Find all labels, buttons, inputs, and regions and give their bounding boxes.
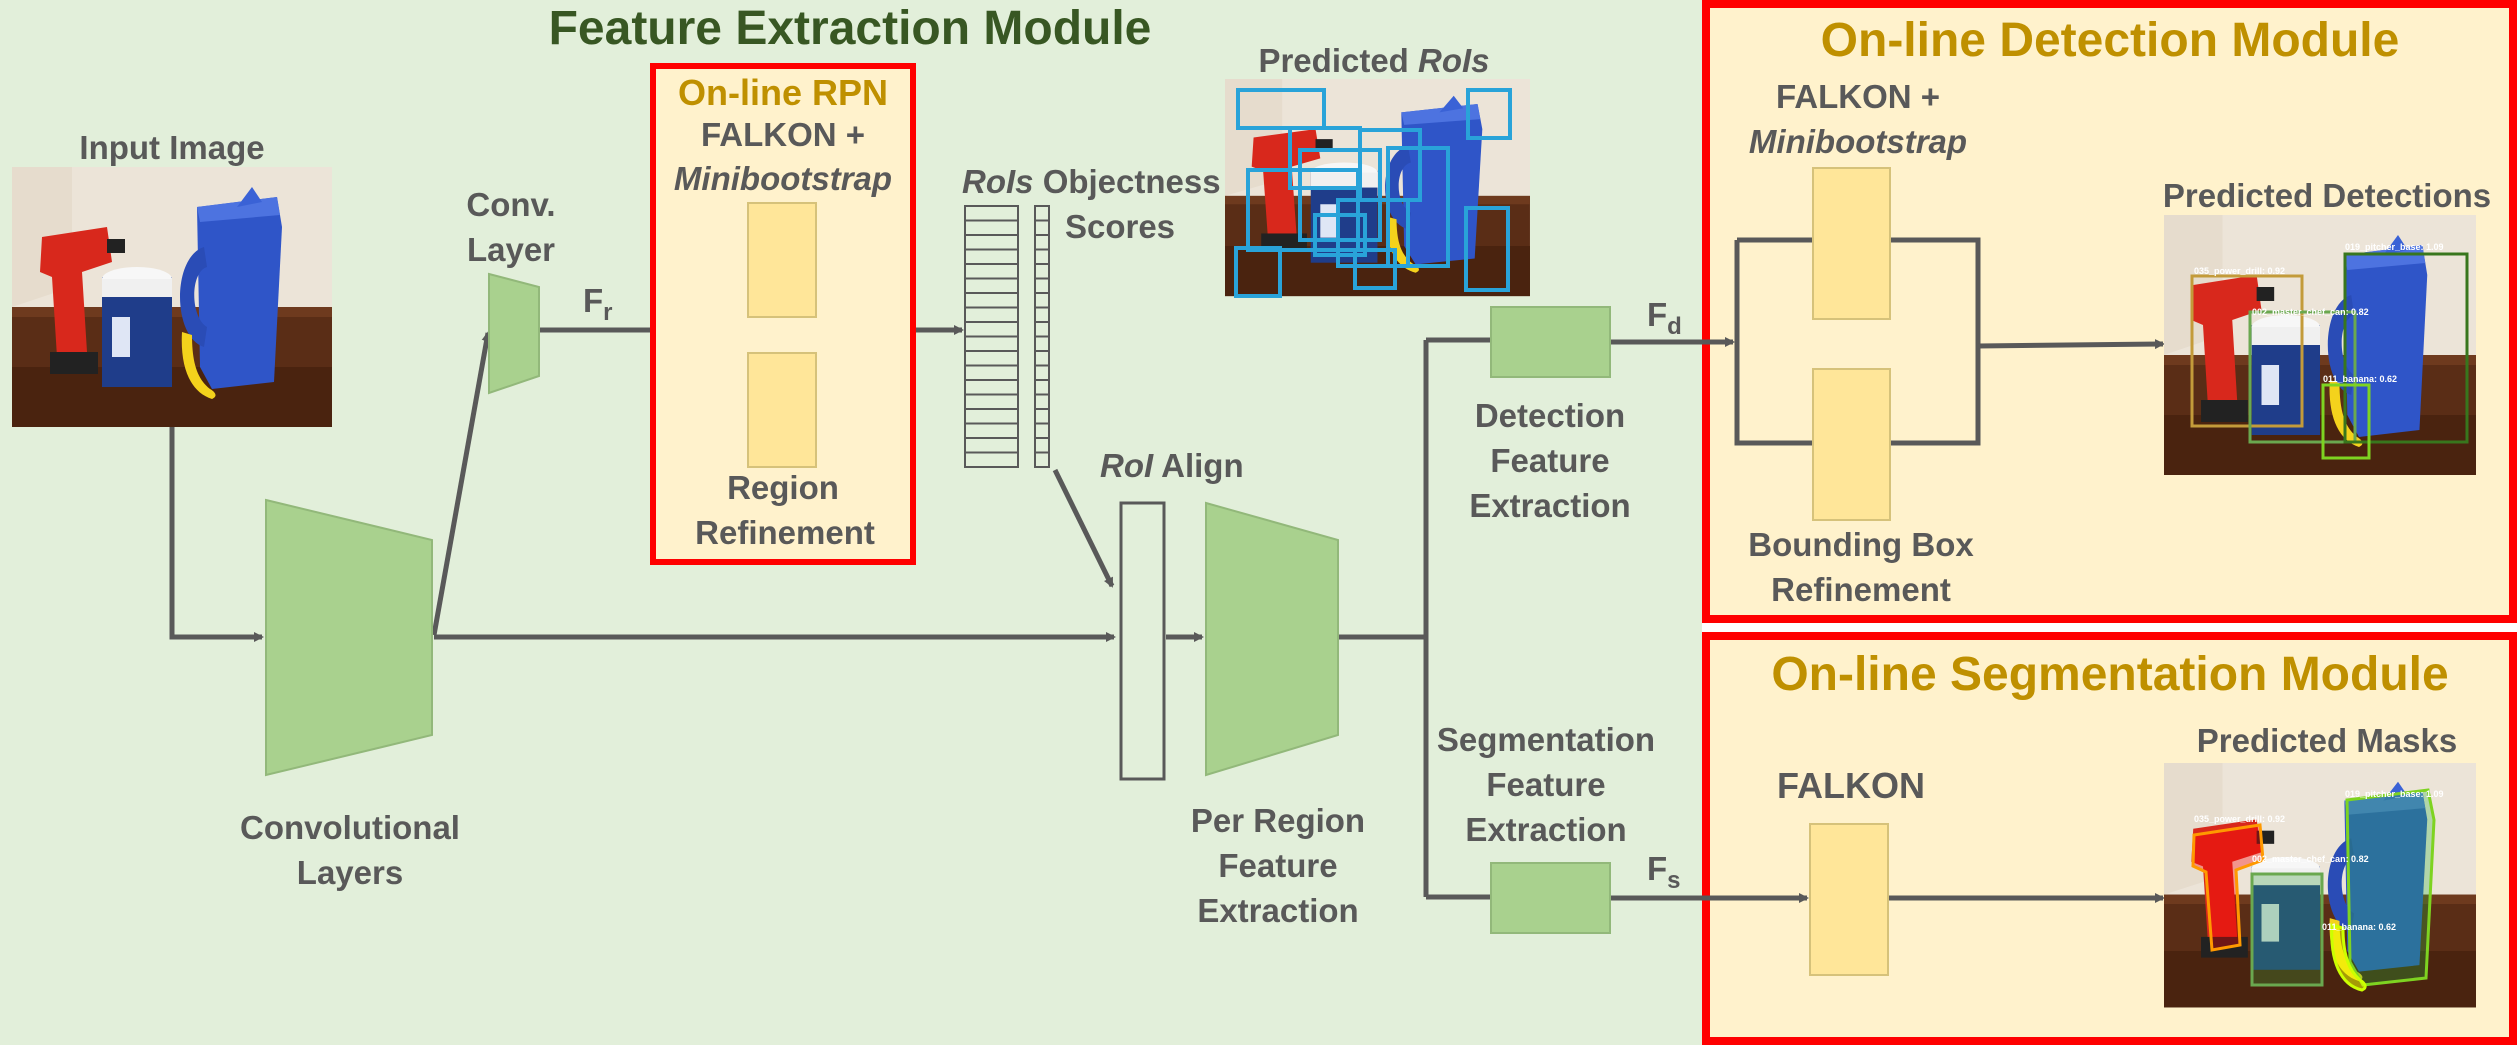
segmentation-falkon-label: FALKON bbox=[1777, 765, 1925, 806]
bbox-refinement-label-1: Bounding Box bbox=[1748, 526, 1974, 563]
roi-align-block bbox=[1119, 501, 1166, 781]
score-slot bbox=[1034, 292, 1050, 309]
region-refinement-label-1: Region bbox=[727, 469, 839, 506]
score-slot bbox=[1034, 263, 1050, 280]
mask-label-can: 002_master_chef_can: 0.82 bbox=[2252, 854, 2369, 864]
roi-slot bbox=[964, 437, 1019, 454]
roi-slot bbox=[964, 263, 1019, 280]
det-label-drill: 035_power_drill: 0.92 bbox=[2194, 266, 2285, 276]
online-rpn-falkon-label: FALKON + bbox=[701, 116, 865, 153]
predicted-masks-label: Predicted Masks bbox=[2197, 722, 2457, 759]
predicted-detections-label: Predicted Detections bbox=[2163, 177, 2491, 214]
score-slot bbox=[1034, 364, 1050, 381]
bbox-refinement-label-2: Refinement bbox=[1771, 571, 1951, 608]
segmentation-feature-label-3: Extraction bbox=[1465, 811, 1626, 848]
mask-label-banana: 011_banana: 0.62 bbox=[2322, 922, 2396, 932]
detection-falkon-label: FALKON + bbox=[1776, 78, 1940, 115]
det-label-pitcher: 019_pitcher_base: 1.09 bbox=[2345, 242, 2444, 252]
score-slot bbox=[1034, 248, 1050, 265]
det-label-can: 002_master_chef_can: 0.82 bbox=[2252, 307, 2369, 317]
segmentation-module-title: On-line Segmentation Module bbox=[1771, 648, 2448, 701]
detection-bbox-block bbox=[1812, 368, 1891, 521]
convolutional-layers-label-2: Layers bbox=[297, 854, 403, 891]
feature-module-title: Feature Extraction Module bbox=[549, 2, 1152, 55]
rpn-falkon-block bbox=[747, 202, 817, 318]
roi-slot bbox=[964, 277, 1019, 294]
roi-slot bbox=[964, 234, 1019, 251]
score-slot bbox=[1034, 393, 1050, 410]
score-slot bbox=[1034, 306, 1050, 323]
predicted-rois-label: Predicted RoIs bbox=[1258, 42, 1489, 79]
per-region-label-2: Feature bbox=[1218, 847, 1337, 884]
segmentation-feature-label-1: Segmentation bbox=[1437, 721, 1655, 758]
per-region-label-3: Extraction bbox=[1197, 892, 1358, 929]
roi-slot bbox=[964, 335, 1019, 352]
roi-slot bbox=[964, 350, 1019, 367]
detection-minibootstrap-label: Minibootstrap bbox=[1749, 123, 1967, 160]
score-slot bbox=[1034, 422, 1050, 439]
mask-label-pitcher: 019_pitcher_base: 1.09 bbox=[2345, 789, 2444, 799]
convolutional-layers-label-1: Convolutional bbox=[240, 809, 460, 846]
roi-slot bbox=[964, 219, 1019, 236]
rois-objectness-label: RoIs Objectness bbox=[962, 163, 1221, 200]
score-slot bbox=[1034, 277, 1050, 294]
detection-module-title: On-line Detection Module bbox=[1821, 14, 2400, 67]
roi-slot bbox=[964, 205, 1019, 222]
roi-slot bbox=[964, 292, 1019, 309]
conv-layer-label-2: Layer bbox=[467, 231, 555, 268]
fs-label: Fs bbox=[1647, 850, 1681, 894]
roi-slot bbox=[964, 393, 1019, 410]
conv-layer-label-1: Conv. bbox=[466, 186, 555, 223]
score-slot bbox=[1034, 437, 1050, 454]
scores-label: Scores bbox=[1065, 208, 1175, 245]
objectness-scores-stack bbox=[1034, 205, 1050, 468]
score-slot bbox=[1034, 234, 1050, 251]
roi-slot bbox=[964, 248, 1019, 265]
score-slot bbox=[1034, 205, 1050, 222]
rpn-refinement-block bbox=[747, 352, 817, 468]
fr-label: Fr bbox=[583, 282, 613, 326]
input-image bbox=[12, 167, 332, 427]
per-region-label-1: Per Region bbox=[1191, 802, 1365, 839]
score-slot bbox=[1034, 350, 1050, 367]
region-refinement-label-2: Refinement bbox=[695, 514, 875, 551]
roi-slot bbox=[964, 364, 1019, 381]
roi-slot bbox=[964, 321, 1019, 338]
detection-feature-label-2: Feature bbox=[1490, 442, 1609, 479]
score-slot bbox=[1034, 451, 1050, 468]
online-rpn-minibootstrap-label: Minibootstrap bbox=[674, 160, 892, 197]
rois-stack bbox=[964, 205, 1019, 468]
segmentation-masks bbox=[2191, 788, 2436, 992]
detection-falkon-block bbox=[1812, 167, 1891, 320]
roi-slot bbox=[964, 306, 1019, 323]
segmentation-feature-block bbox=[1490, 862, 1611, 934]
roi-slot bbox=[964, 451, 1019, 468]
det-label-banana: 011_banana: 0.62 bbox=[2323, 374, 2397, 384]
per-region-feature-block bbox=[1205, 501, 1339, 777]
input-image-label: Input Image bbox=[79, 129, 264, 166]
score-slot bbox=[1034, 408, 1050, 425]
score-slot bbox=[1034, 321, 1050, 338]
fd-label: Fd bbox=[1647, 296, 1682, 340]
score-slot bbox=[1034, 335, 1050, 352]
online-rpn-title: On-line RPN bbox=[678, 72, 888, 113]
segmentation-falkon-block bbox=[1809, 823, 1889, 976]
mask-label-drill: 035_power_drill: 0.92 bbox=[2194, 814, 2285, 824]
conv-layer-block bbox=[488, 272, 540, 395]
detection-boxes bbox=[2190, 252, 2469, 460]
segmentation-feature-label-2: Feature bbox=[1486, 766, 1605, 803]
score-slot bbox=[1034, 219, 1050, 236]
predicted-rois-image bbox=[1225, 79, 1530, 297]
roi-slot bbox=[964, 408, 1019, 425]
predicted-rois-boxes bbox=[1234, 88, 1512, 298]
roi-align-label: RoI Align bbox=[1100, 447, 1244, 484]
detection-feature-block bbox=[1490, 306, 1611, 378]
convolutional-layers-block bbox=[265, 498, 433, 777]
roi-slot bbox=[964, 379, 1019, 396]
detection-feature-label-3: Extraction bbox=[1469, 487, 1630, 524]
roi-slot bbox=[964, 422, 1019, 439]
detection-feature-label-1: Detection bbox=[1475, 397, 1625, 434]
score-slot bbox=[1034, 379, 1050, 396]
